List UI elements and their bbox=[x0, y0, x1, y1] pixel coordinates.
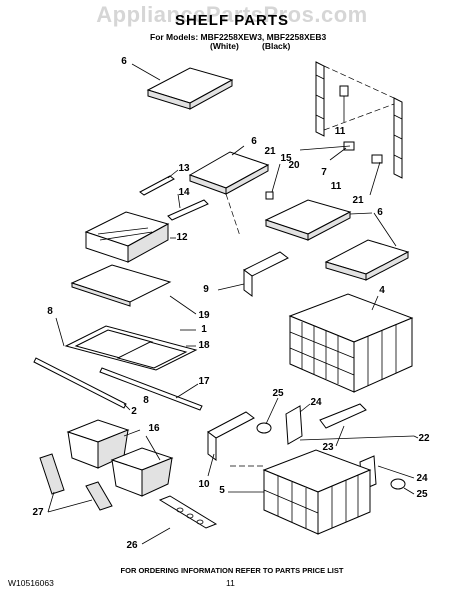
wire-basket-5 bbox=[262, 449, 372, 535]
glass-shelf-19 bbox=[70, 264, 172, 307]
variant-black: (Black) bbox=[262, 41, 291, 51]
rail-11-left bbox=[315, 61, 325, 137]
callout-18: 18 bbox=[198, 340, 210, 351]
callout-23: 23 bbox=[322, 442, 334, 453]
callout-21-lower: 21 bbox=[352, 195, 364, 206]
callout-21-upper: 21 bbox=[264, 146, 276, 157]
page-number: 11 bbox=[226, 578, 235, 588]
shelf-6-right-b bbox=[324, 239, 410, 281]
bracket-23 bbox=[319, 403, 367, 429]
screw-21 bbox=[371, 154, 383, 164]
slide-14 bbox=[167, 199, 209, 221]
shelf-6-middle bbox=[188, 151, 270, 195]
cap-25-top bbox=[256, 422, 272, 434]
models-line: For Models: MBF2258XEW3, MBF2258XEB3 bbox=[150, 32, 327, 42]
callout-25-upper: 25 bbox=[272, 388, 284, 399]
callout-4: 4 bbox=[379, 285, 385, 296]
callout-6-top: 6 bbox=[121, 56, 127, 67]
callout-8-lower: 8 bbox=[143, 395, 149, 406]
bin-16-right bbox=[110, 447, 174, 497]
callout-2: 2 bbox=[131, 406, 137, 417]
callout-22: 22 bbox=[418, 433, 430, 444]
watermark: AppliancePartsPros.com bbox=[96, 2, 368, 27]
handle-26 bbox=[158, 495, 218, 529]
page-title: SHELF PARTS bbox=[174, 12, 290, 29]
callout-26: 26 bbox=[126, 540, 138, 551]
callout-14: 14 bbox=[178, 187, 190, 198]
callout-11-lower: 11 bbox=[330, 181, 342, 192]
door-bin-27-a bbox=[39, 453, 65, 495]
callout-7: 7 bbox=[321, 167, 327, 178]
rail-17 bbox=[99, 367, 203, 411]
wire-basket-4 bbox=[288, 293, 414, 393]
document-number: W10516063 bbox=[8, 578, 54, 588]
screw-15 bbox=[265, 191, 274, 200]
shelf-6-right-a bbox=[264, 199, 352, 241]
callout-24-lower: 24 bbox=[416, 473, 428, 484]
door-bin-27-b bbox=[85, 481, 113, 511]
rail-11-right bbox=[393, 97, 403, 179]
callout-8-upper: 8 bbox=[47, 306, 53, 317]
callout-27: 27 bbox=[32, 507, 44, 518]
variant-white: (White) bbox=[210, 41, 239, 51]
callout-6-middle: 6 bbox=[251, 136, 257, 147]
callout-5: 5 bbox=[219, 485, 225, 496]
callout-16: 16 bbox=[148, 423, 160, 434]
callout-6-right: 6 bbox=[377, 207, 383, 218]
crisper-frame bbox=[64, 325, 198, 371]
callout-17: 17 bbox=[198, 376, 210, 387]
slide-13 bbox=[139, 175, 175, 196]
bracket-24-top bbox=[285, 405, 303, 445]
callout-10: 10 bbox=[198, 479, 210, 490]
humidity-control-9 bbox=[243, 251, 289, 297]
callout-24-upper: 24 bbox=[310, 397, 322, 408]
callout-25-lower: 25 bbox=[416, 489, 428, 500]
callout-1: 1 bbox=[201, 324, 207, 335]
screw-11 bbox=[339, 85, 349, 97]
shelf-6-top bbox=[146, 67, 234, 110]
callout-19: 19 bbox=[198, 310, 210, 321]
callout-15: 15 bbox=[280, 153, 292, 164]
callout-13: 13 bbox=[178, 163, 190, 174]
rail-2 bbox=[33, 357, 127, 409]
callout-20: 20 bbox=[288, 160, 300, 171]
deli-drawer-12 bbox=[84, 211, 170, 263]
humidity-control-10 bbox=[207, 411, 255, 461]
callout-11-upper: 11 bbox=[334, 126, 346, 137]
callout-9: 9 bbox=[203, 284, 209, 295]
ordering-note: FOR ORDERING INFORMATION REFER TO PARTS … bbox=[120, 566, 344, 575]
cap-25-bottom bbox=[390, 478, 406, 490]
callout-12: 12 bbox=[176, 232, 188, 243]
